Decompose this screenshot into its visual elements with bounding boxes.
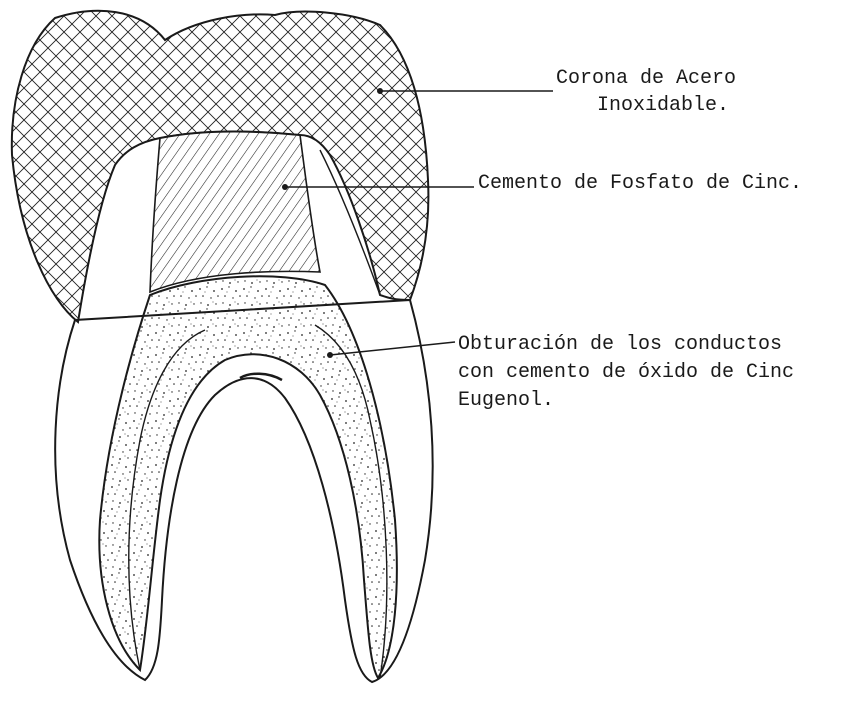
label-crown-line1: Corona de Acero <box>556 67 736 91</box>
label-filling-line2: con cemento de óxido de Cinc <box>458 361 794 385</box>
phosphate-cement-core <box>150 132 320 292</box>
crown-leader-dot <box>377 88 383 94</box>
filling-leader-dot <box>327 352 333 358</box>
label-crown-line2: Inoxidable. <box>597 94 729 118</box>
label-cement: Cemento de Fosfato de Cinc. <box>478 172 802 196</box>
label-filling-line3: Eugenol. <box>458 389 554 413</box>
cement-leader-dot <box>282 184 288 190</box>
label-filling-line1: Obturación de los conductos <box>458 333 782 357</box>
